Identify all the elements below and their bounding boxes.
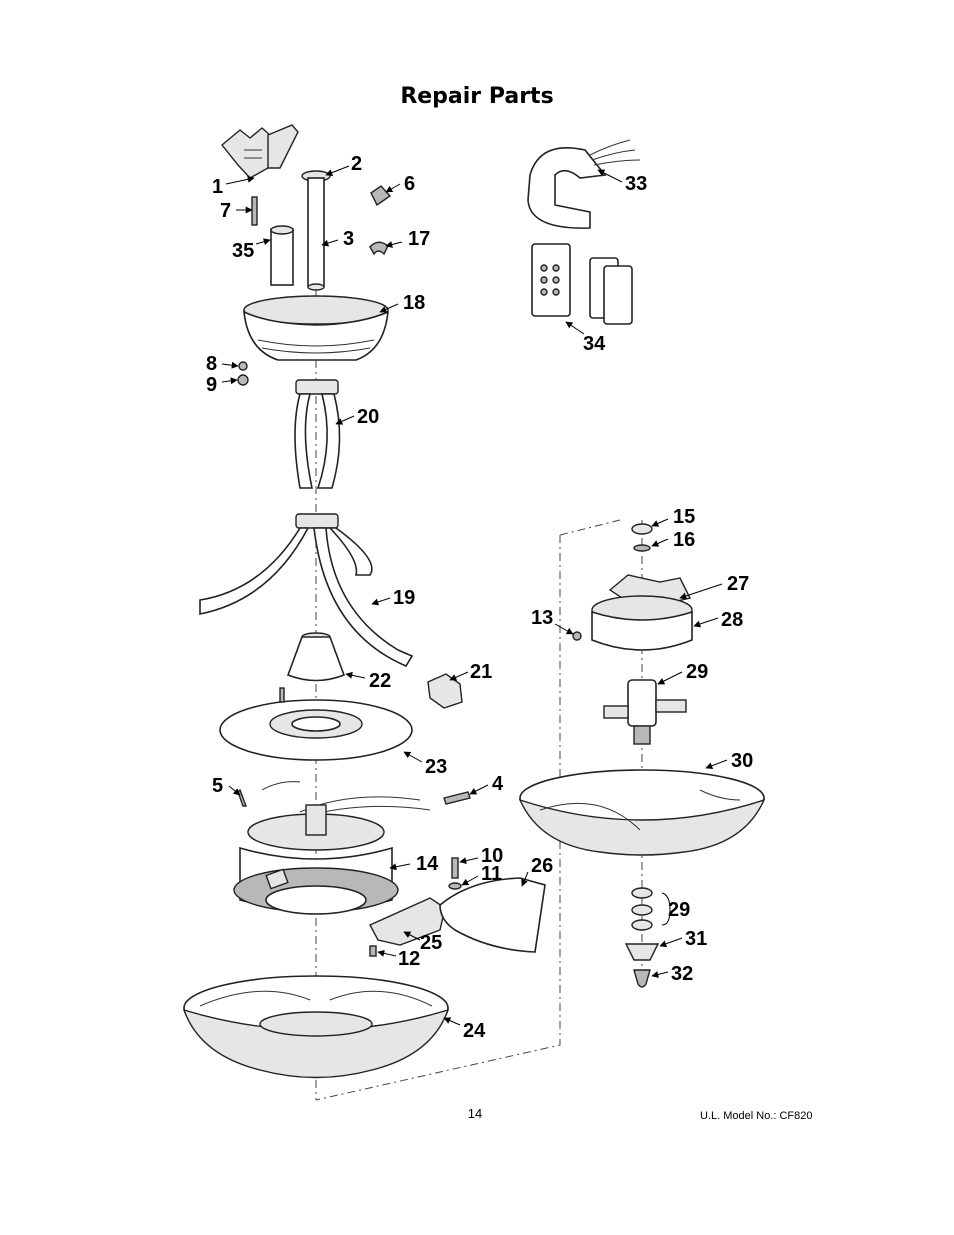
page-title: Repair Parts: [400, 84, 554, 109]
callout-23: 23: [425, 756, 447, 778]
canopy: [243, 295, 389, 361]
callout-33: 33: [625, 173, 647, 195]
callout-14: 14: [416, 853, 439, 875]
callout-18: 18: [403, 292, 425, 314]
callout-16: 16: [673, 529, 695, 551]
glass-bowl: [518, 769, 766, 856]
extension-tube: [270, 225, 294, 286]
mounting-arms: [199, 513, 414, 668]
retaining-clip: [369, 241, 389, 256]
wall-controls: [531, 243, 633, 325]
hanger-bolt: [251, 196, 258, 226]
callout-19: 19: [393, 587, 415, 609]
callout-35: 35: [232, 240, 254, 262]
callout-20: 20: [357, 406, 379, 428]
callout-27: 27: [727, 573, 749, 595]
finial-cap: [624, 943, 660, 961]
wire-nut: [370, 185, 392, 207]
callout-5: 5: [212, 775, 223, 797]
callout-6: 6: [404, 173, 415, 195]
lower-washers: [631, 887, 653, 931]
callout-32: 32: [671, 963, 693, 985]
callout-17: 17: [408, 228, 430, 250]
fan-blade: [439, 877, 546, 953]
blade-pin: [443, 791, 471, 805]
receiver: [527, 139, 641, 229]
callout-13: 13: [531, 607, 553, 629]
callout-30: 30: [731, 750, 753, 772]
model-number: U.L. Model No.: CF820: [700, 1110, 813, 1122]
callout-10: 10: [481, 845, 503, 867]
canopy-screws: [237, 361, 249, 386]
callout-21: 21: [470, 661, 492, 683]
motor-housing: [233, 804, 399, 915]
callout-28: 28: [721, 609, 743, 631]
callout-31: 31: [685, 928, 707, 950]
light-bowl: [182, 975, 450, 1079]
cotter-pin: [237, 788, 248, 807]
downrod: [301, 170, 331, 291]
callout-12: 12: [398, 948, 420, 970]
callout-22: 22: [369, 670, 391, 692]
callout-1: 1: [212, 176, 223, 198]
callout-3: 3: [343, 228, 354, 250]
callout-25: 25: [420, 932, 442, 954]
blade-screws: [369, 857, 462, 957]
callout-9: 9: [206, 374, 217, 396]
set-screw: [572, 631, 582, 641]
callout-26: 26: [531, 855, 553, 877]
connector-line: [315, 519, 621, 1101]
leader-lines: [221, 165, 728, 1026]
callout-29-lower: 29: [668, 899, 690, 921]
callout-4: 4: [492, 773, 504, 795]
callout-29-upper: 29: [686, 661, 708, 683]
washers-top: [631, 523, 653, 552]
page-number: 14: [467, 1106, 483, 1121]
callout-7: 7: [220, 200, 231, 222]
callout-15: 15: [673, 506, 695, 528]
hanger-bracket: [221, 124, 299, 179]
callout-8: 8: [206, 353, 217, 375]
callout-2: 2: [351, 153, 362, 175]
blade-iron: [369, 897, 446, 946]
hub-with-arms: [294, 379, 341, 489]
switch-housing: [591, 574, 693, 651]
switch-cone: [286, 632, 346, 682]
mounting-plate: [219, 687, 413, 761]
callout-34: 34: [583, 333, 606, 355]
callout-labels: 1 2 3 4 5 6 7 8 9 10 11 12 13 14 15 16 1…: [206, 153, 753, 1042]
finial: [633, 969, 651, 988]
arm-cap: [427, 673, 463, 709]
callout-24: 24: [463, 1020, 486, 1042]
callout-11: 11: [481, 863, 502, 885]
motor-wires: [261, 781, 431, 819]
light-socket-assembly: [603, 679, 687, 745]
